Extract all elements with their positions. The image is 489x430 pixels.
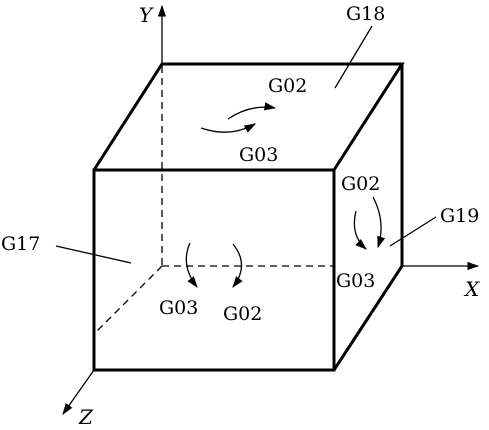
g18-leader xyxy=(334,25,373,89)
front-arrow-g02 xyxy=(232,243,243,288)
top-arrow-g03 xyxy=(200,123,257,133)
z-axis-visible xyxy=(62,369,95,415)
x-axis-label: X xyxy=(463,277,480,301)
side-arrow-g03 xyxy=(353,210,367,250)
top-label-g03: G03 xyxy=(239,144,278,166)
front-label-g02: G02 xyxy=(223,303,262,325)
side-arrow-g02 xyxy=(372,196,386,249)
g17-leader xyxy=(55,245,132,264)
side-label-g03: G03 xyxy=(336,270,375,292)
plane-label-g18: G18 xyxy=(346,3,385,25)
labels: G18 G17 G19 G02 G03 G02 G03 G03 G02 xyxy=(1,3,479,325)
front-arrow-g03 xyxy=(185,242,198,288)
y-axis-label: Y xyxy=(139,3,154,27)
z-axis-hidden xyxy=(93,265,163,335)
z-axis-label: Z xyxy=(78,405,94,429)
top-label-g02: G02 xyxy=(268,75,307,97)
front-label-g03: G03 xyxy=(159,297,198,319)
plane-label-g19: G19 xyxy=(440,205,479,227)
top-arrow-g02 xyxy=(227,102,277,120)
rotation-arrows xyxy=(185,102,386,288)
leader-lines xyxy=(55,25,437,264)
g19-leader xyxy=(389,216,437,247)
side-label-g02: G02 xyxy=(341,173,380,195)
cube-front-face xyxy=(92,168,336,372)
plane-label-g17: G17 xyxy=(1,233,40,255)
cube-top-face xyxy=(92,62,405,171)
axes: Y X Z xyxy=(62,3,480,429)
cube-side-face xyxy=(332,64,404,371)
cube xyxy=(92,62,405,372)
